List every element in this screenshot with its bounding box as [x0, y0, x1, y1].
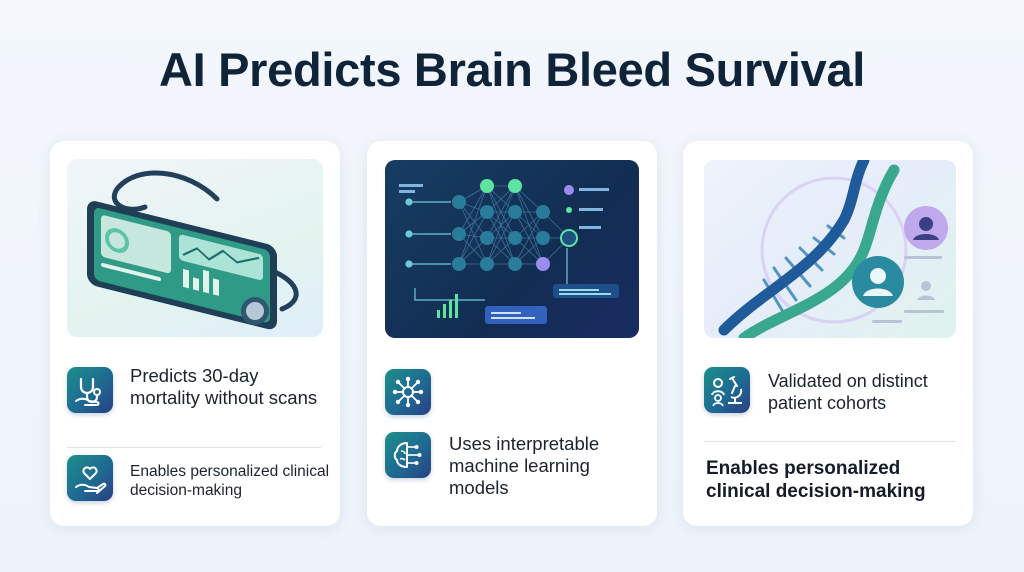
people-microscope-icon [704, 367, 750, 413]
item-text-interpretable: Uses interpretable machine learning mode… [449, 433, 600, 499]
neural-network-illustration [385, 160, 639, 338]
network-node [536, 231, 550, 245]
network-node [452, 257, 466, 271]
network-nodes-icon [385, 369, 431, 415]
network-node [480, 179, 494, 193]
hand-heart-icon [67, 455, 113, 501]
network-node [508, 231, 522, 245]
item-text-personalized: Enables personalized clinical decision-m… [130, 463, 330, 499]
brain-circuit-icon [385, 432, 431, 478]
network-node [480, 205, 494, 219]
feature-card-interpretable: Uses interpretable machine learning mode… [367, 141, 657, 526]
network-node [480, 231, 494, 245]
feature-card-mortality: Predicts 30-day mortality without scans … [50, 141, 340, 526]
network-node [536, 257, 550, 271]
item-text-mortality: Predicts 30-day mortality without scans [130, 365, 318, 409]
tablet-stethoscope-illustration [67, 159, 323, 337]
network-node [508, 257, 522, 271]
divider [704, 441, 956, 442]
divider [67, 447, 321, 448]
hand-stethoscope-icon [67, 367, 113, 413]
network-node [452, 227, 466, 241]
page-title: AI Predicts Brain Bleed Survival [158, 43, 866, 96]
item-text-validated: Validated on distinct patient cohorts [768, 371, 928, 413]
network-node [508, 179, 522, 193]
network-node [536, 205, 550, 219]
feature-card-validated: Validated on distinct patient cohorts En… [683, 141, 973, 526]
network-node [560, 229, 578, 247]
network-node [508, 205, 522, 219]
dna-patient-illustration [704, 160, 956, 338]
item-text-personalized-bold: Enables personalized clinical decision-m… [706, 458, 926, 502]
network-node [480, 257, 494, 271]
network-node [452, 195, 466, 209]
